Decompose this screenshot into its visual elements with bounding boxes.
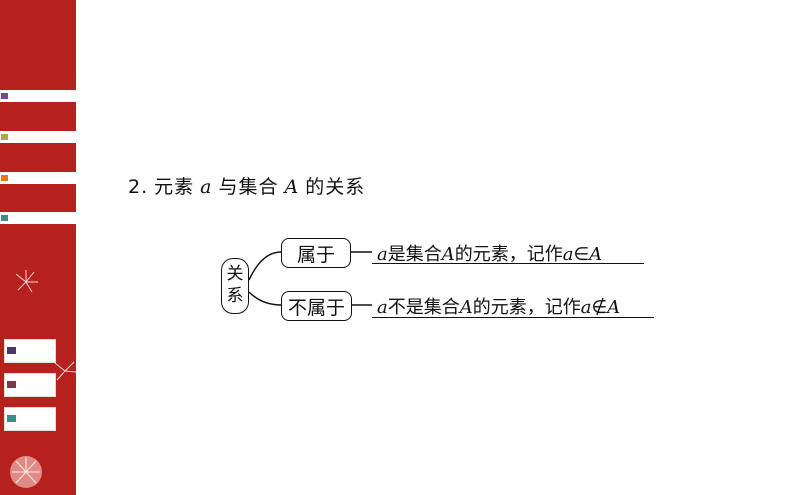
connector-lower <box>248 291 282 306</box>
title-number: 2. <box>128 176 149 198</box>
sidebar-stripe <box>0 90 76 102</box>
desc-variable: a <box>377 244 388 265</box>
belongs-description: a是集合A的元素，记作a∈A <box>377 240 602 266</box>
sidebar-stripe <box>0 131 76 143</box>
belongs-underline <box>372 263 644 264</box>
sidebar-box <box>4 339 56 363</box>
not-belongs-description: a不是集合A的元素，记作a∉A <box>377 293 620 319</box>
root-node: 关 系 <box>221 258 249 314</box>
desc-text: 的元素，记作 <box>454 244 563 265</box>
desc-variable: a <box>562 244 574 265</box>
connector-upper <box>248 251 282 281</box>
sidebar-box-marker <box>7 381 16 388</box>
desc-variable: a <box>580 297 592 318</box>
desc-variable: A <box>441 244 455 265</box>
desc-text: 的元素，记作 <box>472 297 581 318</box>
root-label-line2: 系 <box>226 286 244 306</box>
title-variable: A <box>284 176 300 198</box>
desc-variable: A <box>607 297 621 318</box>
desc-variable: A <box>459 297 473 318</box>
not-belongs-underline <box>372 317 654 318</box>
sidebar-box-marker <box>7 415 16 422</box>
desc-variable: a <box>377 297 388 318</box>
sidebar-color-marker <box>1 175 8 181</box>
sidebar-stripe <box>0 172 76 184</box>
sidebar-box <box>4 407 56 431</box>
desc-text: 不是集合 <box>387 297 460 318</box>
title-text: 的关系 <box>305 176 366 198</box>
title-variable: a <box>200 176 213 198</box>
desc-variable: A <box>589 244 603 265</box>
sidebar-color-marker <box>1 215 8 221</box>
not-belongs-label: 不属于 <box>287 296 345 319</box>
belongs-label: 属于 <box>296 243 335 266</box>
desc-text: 是集合 <box>387 244 442 265</box>
belongs-node: 属于 <box>281 238 351 268</box>
sidebar-color-marker <box>1 93 8 99</box>
decorative-sidebar <box>0 0 77 495</box>
belongs-symbol: ∈ <box>573 244 590 265</box>
dandelion-icon <box>10 456 42 488</box>
title-text: 与集合 <box>218 176 279 198</box>
sidebar-color-marker <box>1 134 8 140</box>
not-belongs-node: 不属于 <box>281 291 352 321</box>
root-label-line1: 关 <box>226 264 244 284</box>
dandelion-icon <box>54 361 77 381</box>
sidebar-box-marker <box>7 347 16 354</box>
not-belongs-symbol: ∉ <box>591 297 608 318</box>
sidebar-box <box>4 373 56 397</box>
sidebar-stripe <box>0 212 76 224</box>
title-text: 元素 <box>154 176 195 198</box>
dandelion-icon <box>15 270 38 293</box>
